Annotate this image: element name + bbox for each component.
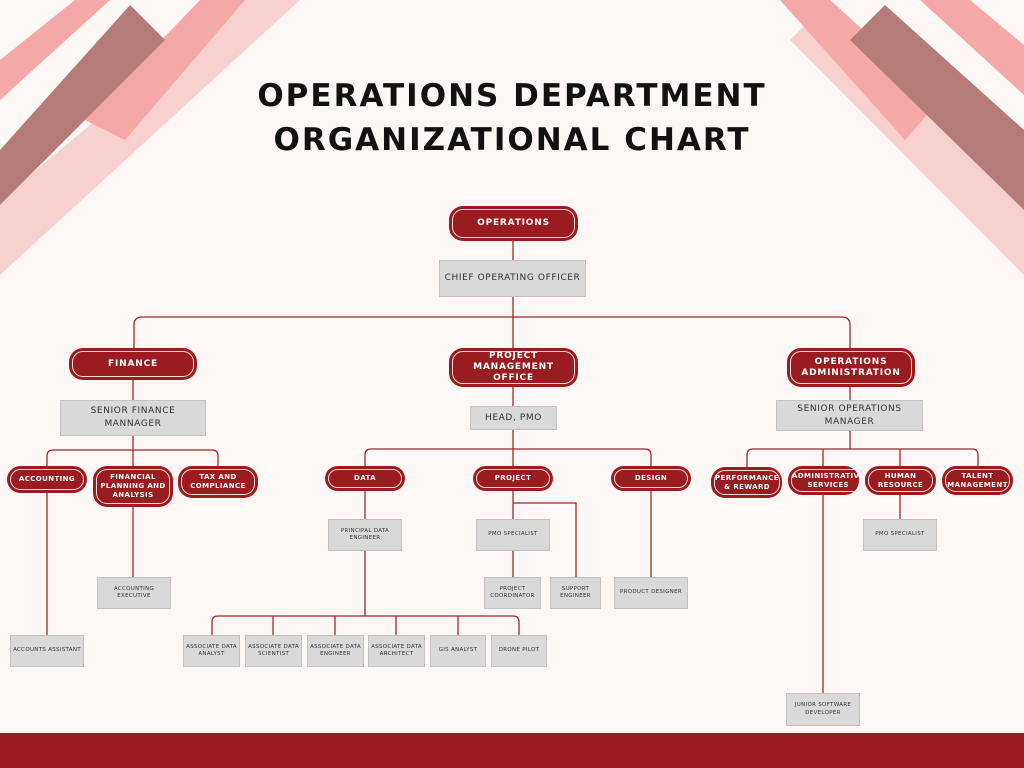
node-support-engineer[interactable]: SUPPORT ENGINEER bbox=[550, 577, 601, 609]
node-label: DATA bbox=[328, 469, 402, 488]
title-line-1: OPERATIONS DEPARTMENT bbox=[257, 78, 767, 114]
node-label: OPERATIONS ADMINISTRATION bbox=[790, 351, 912, 384]
node-project[interactable]: PROJECT bbox=[473, 466, 553, 491]
node-associate-data-engineer[interactable]: ASSOCIATE DATA ENGINEER bbox=[307, 635, 364, 667]
node-accounts-assistant[interactable]: ACCOUNTS ASSISTANT bbox=[10, 635, 84, 667]
node-label: PROJECT bbox=[476, 469, 550, 488]
node-pmo-specialist[interactable]: PMO SPECIALIST bbox=[476, 519, 550, 551]
node-label: PERFORMANCE & REWARD bbox=[714, 470, 780, 495]
node-label: TALENT MANAGEMENT bbox=[945, 469, 1010, 492]
node-label: TAX AND COMPLIANCE bbox=[181, 469, 255, 495]
node-tax-compliance[interactable]: TAX AND COMPLIANCE bbox=[178, 466, 258, 498]
node-operations[interactable]: OPERATIONS bbox=[449, 206, 578, 241]
node-accounting[interactable]: ACCOUNTING bbox=[7, 466, 87, 493]
node-label: FINANCE bbox=[72, 351, 194, 377]
node-label: FINANCIAL PLANNING AND ANALYSIS bbox=[96, 469, 170, 504]
node-human-resource[interactable]: HUMAN RESOURCE bbox=[865, 466, 936, 495]
node-label: PROJECT MANAGEMENT OFFICE bbox=[452, 351, 575, 384]
title-line-2: ORGANIZATIONAL CHART bbox=[273, 122, 751, 158]
node-product-designer[interactable]: PRODUCT DESIGNER bbox=[614, 577, 688, 609]
node-pmo-specialist-hr[interactable]: PMO SPECIALIST bbox=[863, 519, 937, 551]
node-label: HUMAN RESOURCE bbox=[868, 469, 933, 492]
node-talent-management[interactable]: TALENT MANAGEMENT bbox=[942, 466, 1013, 495]
node-principal-data-engineer[interactable]: PRINCIPAL DATA ENGINEER bbox=[328, 519, 402, 551]
node-head-pmo[interactable]: HEAD, PMO bbox=[470, 406, 557, 430]
footer-bar bbox=[0, 733, 1024, 768]
node-label: DESIGN bbox=[614, 469, 688, 488]
node-associate-data-scientist[interactable]: ASSOCIATE DATA SCIENTIST bbox=[245, 635, 302, 667]
node-operations-administration[interactable]: OPERATIONS ADMINISTRATION bbox=[787, 348, 915, 387]
node-accounting-executive[interactable]: ACCOUNTING EXECUTIVE bbox=[97, 577, 171, 609]
node-senior-operations-manager[interactable]: SENIOR OPERATIONS MANAGER bbox=[776, 400, 923, 431]
node-senior-finance-manager[interactable]: SENIOR FINANCE MANNAGER bbox=[60, 400, 206, 436]
node-pmo[interactable]: PROJECT MANAGEMENT OFFICE bbox=[449, 348, 578, 387]
node-associate-data-architect[interactable]: ASSOCIATE DATA ARCHITECT bbox=[368, 635, 425, 667]
node-associate-data-analyst[interactable]: ASSOCIATE DATA ANALYST bbox=[183, 635, 240, 667]
node-design[interactable]: DESIGN bbox=[611, 466, 691, 491]
node-drone-pilot[interactable]: DRONE PILOT bbox=[491, 635, 547, 667]
node-administrative-services[interactable]: ADMINISTRATIVE SERVICES bbox=[788, 466, 866, 495]
node-label: ADMINISTRATIVE SERVICES bbox=[791, 469, 866, 492]
node-label: ACCOUNTING bbox=[10, 469, 84, 490]
top-left-stripes bbox=[0, 0, 300, 275]
node-label: OPERATIONS bbox=[452, 209, 575, 238]
node-junior-software-developer[interactable]: JUNIOR SOFTWARE DEVELOPER bbox=[786, 693, 860, 726]
node-data[interactable]: DATA bbox=[325, 466, 405, 491]
node-performance-reward[interactable]: PERFORMANCE & REWARD bbox=[711, 467, 782, 498]
node-finance[interactable]: FINANCE bbox=[69, 348, 197, 380]
node-project-coordinator[interactable]: PROJECT COORDINATOR bbox=[484, 577, 541, 609]
node-financial-planning[interactable]: FINANCIAL PLANNING AND ANALYSIS bbox=[93, 466, 173, 507]
page-title: OPERATIONS DEPARTMENT ORGANIZATIONAL CHA… bbox=[0, 74, 1024, 162]
node-coo[interactable]: CHIEF OPERATING OFFICER bbox=[439, 260, 586, 297]
node-gis-analyst[interactable]: GIS ANALYST bbox=[430, 635, 486, 667]
top-right-stripes bbox=[780, 0, 1024, 275]
